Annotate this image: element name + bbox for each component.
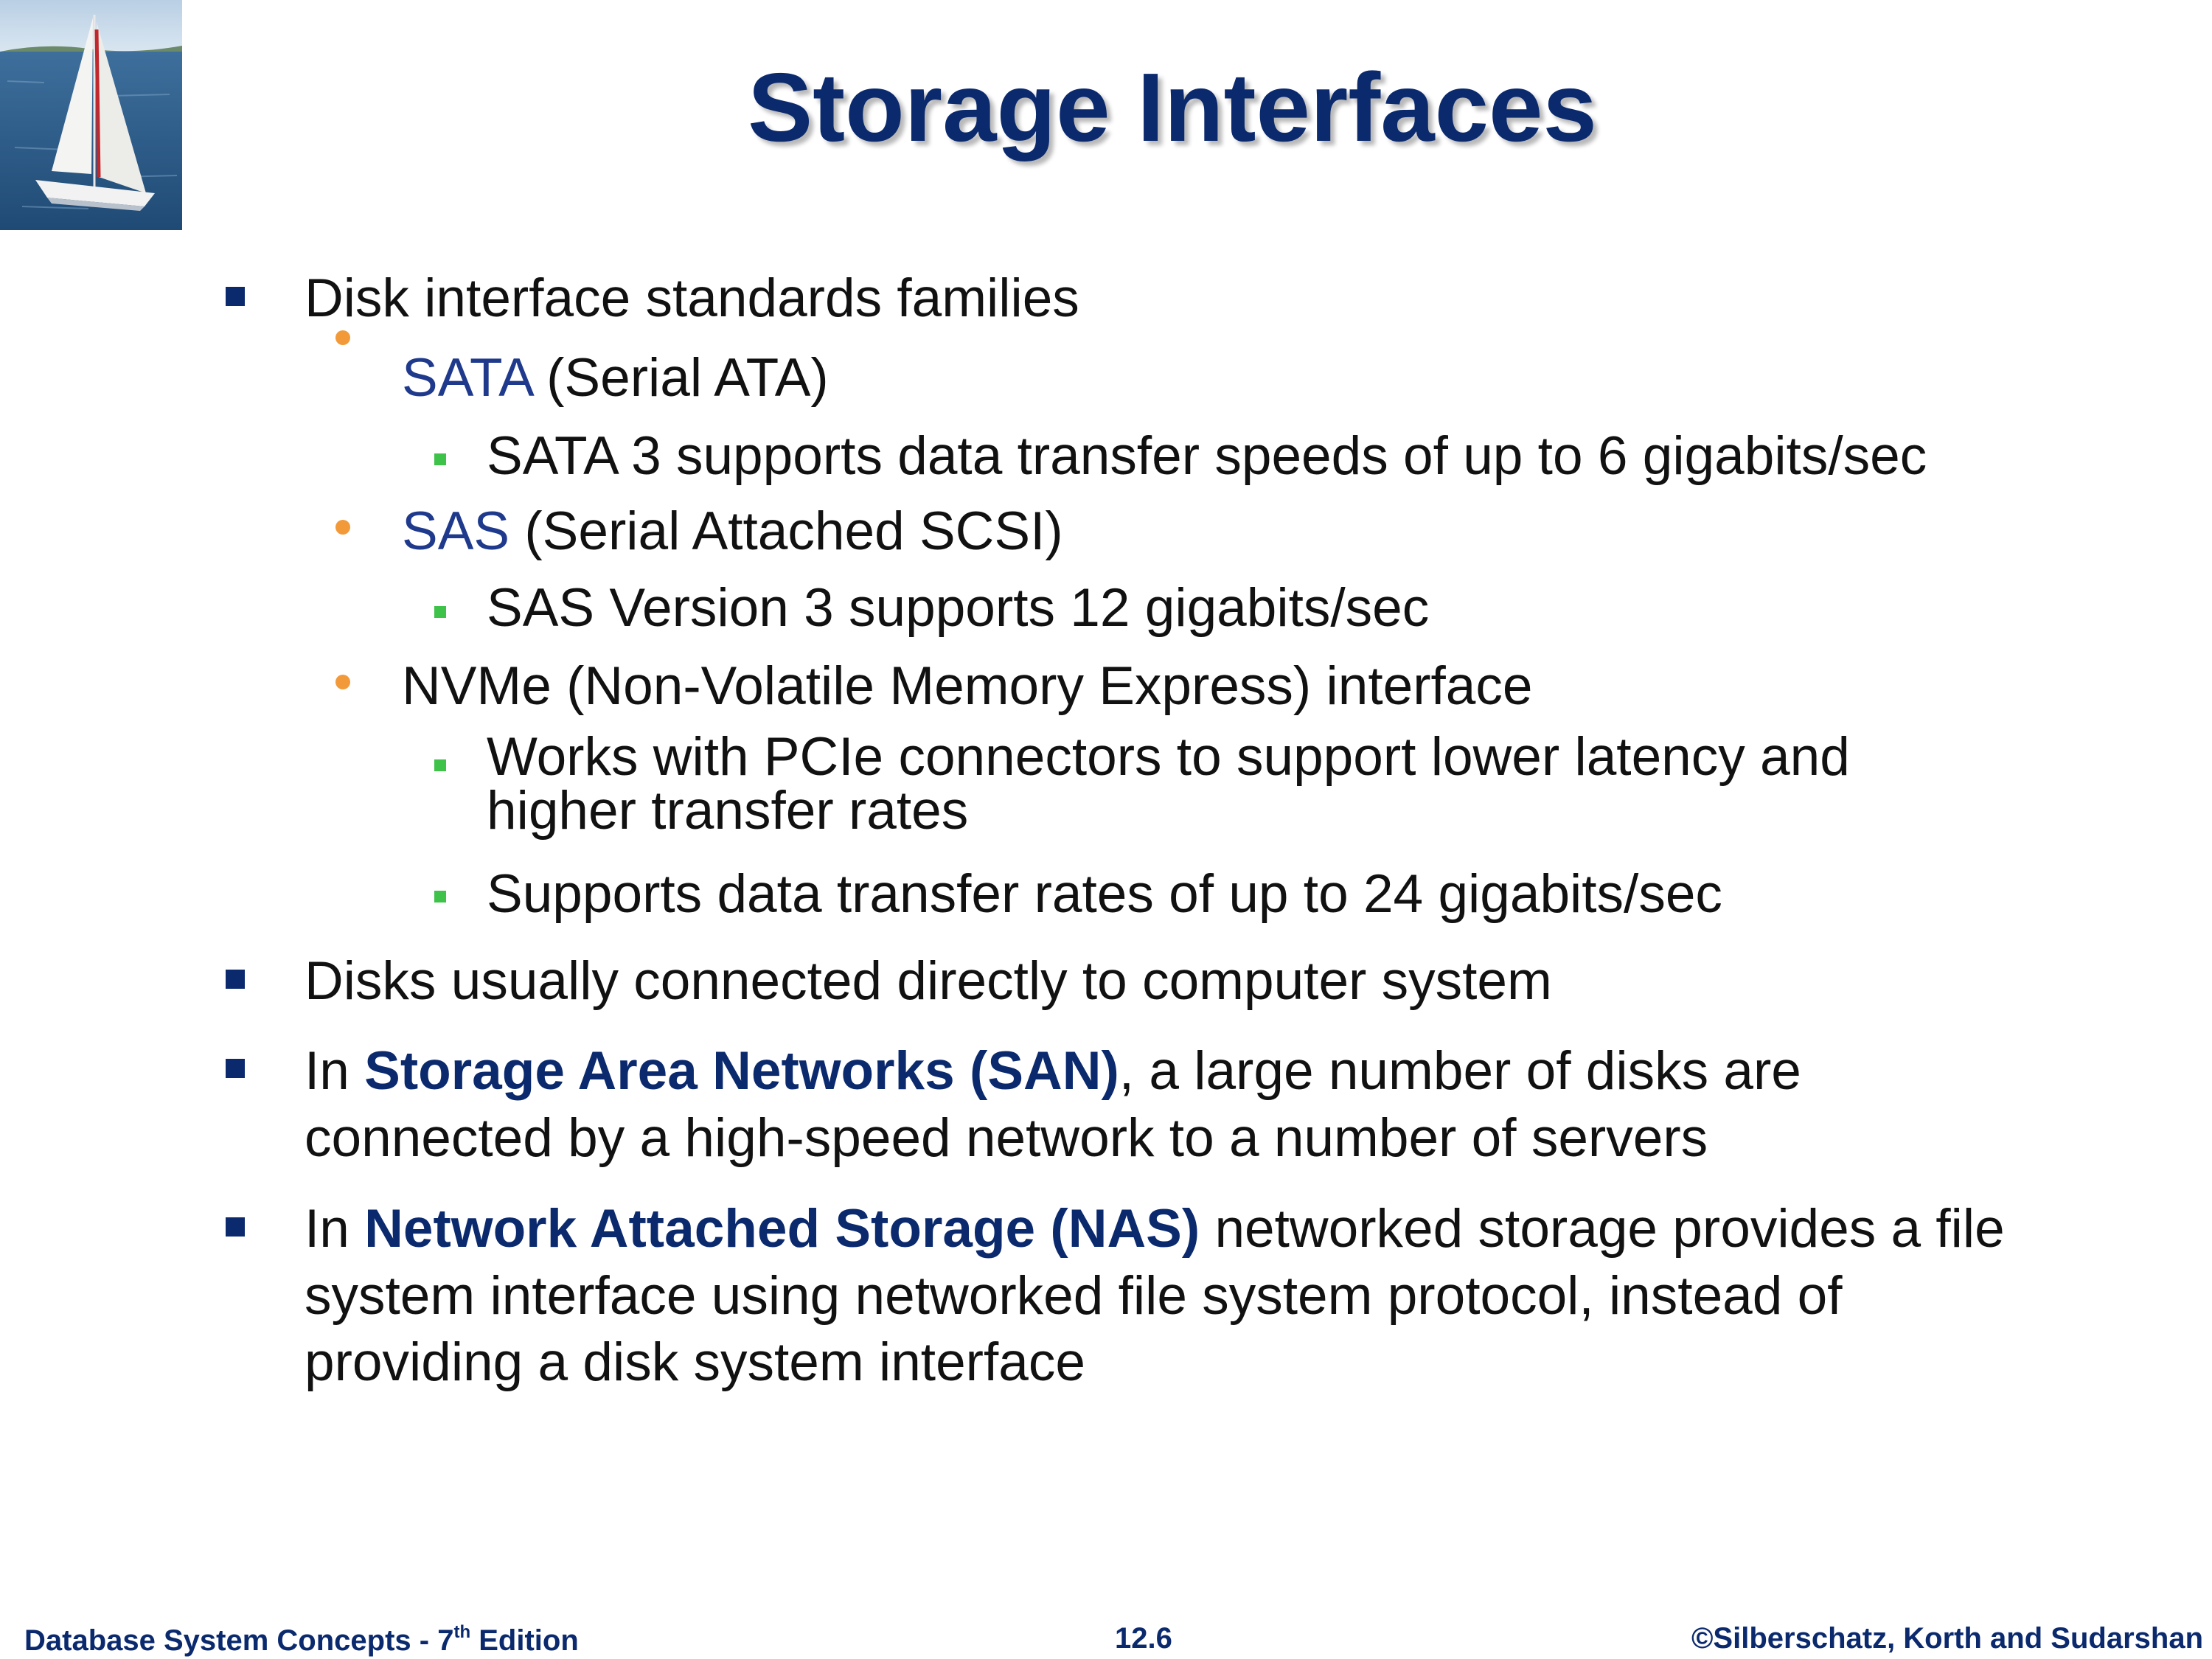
bullet-marker	[434, 606, 446, 618]
bullet-nas: In Network Attached Storage (NAS) networ…	[305, 1196, 2008, 1397]
sailboat-logo-image	[0, 0, 182, 230]
footer-book-title: Database System Concepts - 7th Edition	[24, 1622, 579, 1658]
bullet-sas-speed: SAS Version 3 supports 12 gigabits/sec	[487, 578, 1430, 638]
bullet-marker	[434, 891, 446, 902]
bullet-marker	[226, 1217, 245, 1237]
bullet-marker	[434, 759, 446, 771]
bullet-marker	[335, 520, 350, 535]
bullet-disk-interface: Disk interface standards families	[305, 268, 1079, 328]
sas-description: (Serial Attached SCSI)	[509, 501, 1063, 561]
nas-keyword: Network Attached Storage (NAS)	[364, 1199, 1200, 1259]
sas-keyword: SAS	[402, 501, 510, 561]
nas-description: networked storage provides a file system…	[305, 1199, 2005, 1393]
bullet-sas: SAS (Serial Attached SCSI)	[402, 498, 2098, 564]
bullet-sata: SATA (Serial ATA)	[402, 345, 2098, 411]
bullet-marker	[226, 287, 245, 306]
footer-book-name: Database System Concepts - 7	[24, 1624, 454, 1657]
bullet-nvme-speed: Supports data transfer rates of up to 24…	[487, 864, 1722, 924]
sata-description: (Serial ATA)	[531, 348, 829, 408]
bullet-disks-connected: Disks usually connected directly to comp…	[305, 951, 1552, 1011]
sata-keyword: SATA	[402, 348, 532, 408]
footer-page-number: 12.6	[1115, 1622, 1172, 1655]
footer-edition: Edition	[470, 1624, 579, 1657]
bullet-marker	[434, 453, 446, 465]
bullet-marker	[335, 330, 350, 345]
bullet-marker	[335, 675, 350, 689]
bullet-sata-speed: SATA 3 supports data transfer speeds of …	[487, 426, 1927, 486]
san-prefix: In	[305, 1041, 365, 1101]
san-keyword: Storage Area Networks (SAN)	[364, 1041, 1119, 1101]
bullet-nvme: NVMe (Non-Volatile Memory Express) inter…	[402, 656, 1533, 716]
footer-edition-sup: th	[453, 1622, 471, 1642]
nas-prefix: In	[305, 1199, 365, 1259]
slide-title: Storage Interfaces	[748, 53, 1597, 161]
san-description: , a large number of disks are connected …	[305, 1041, 1801, 1168]
bullet-san: In Storage Area Networks (SAN), a large …	[305, 1038, 1927, 1172]
bullet-marker	[226, 970, 245, 989]
bullet-marker	[226, 1059, 245, 1078]
bullet-nvme-pcie: Works with PCIe connectors to support lo…	[487, 727, 1850, 841]
footer-copyright: ©Silberschatz, Korth and Sudarshan	[1691, 1622, 2203, 1655]
